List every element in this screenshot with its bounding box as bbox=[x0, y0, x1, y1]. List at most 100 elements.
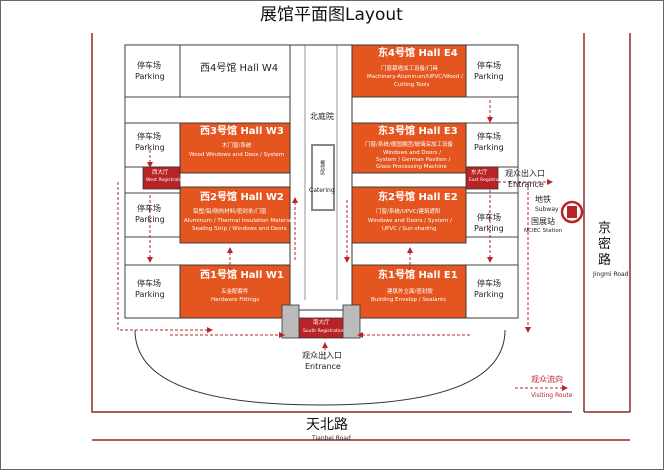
hall-w1-desc-zh: 五金配套件 bbox=[221, 289, 249, 295]
parking-w4-en: Parking bbox=[135, 72, 165, 81]
parking-w3-en: Parking bbox=[135, 143, 165, 152]
hall-w1-title: 西1号馆 Hall W1 bbox=[200, 270, 284, 281]
hall-w3-desc-en: Wood Windows and Doos / System bbox=[189, 152, 285, 158]
parking-e2-en: Parking bbox=[474, 224, 504, 233]
entrance-east-zh: 观众出入口 bbox=[505, 169, 545, 178]
hall-w2-title: 西2号馆 Hall W2 bbox=[200, 192, 284, 203]
road-south-en: Tianbei Road bbox=[312, 435, 351, 442]
parking-e4 bbox=[465, 44, 519, 98]
east-registration bbox=[465, 166, 499, 190]
parking-w2-zh: 停车场 bbox=[137, 204, 161, 213]
hall-e4-desc-zh: 门窗幕墙加工设备/门具 bbox=[381, 66, 438, 72]
hall-w2-desc-en1: Aluminum / Thermal Insulation Materials … bbox=[184, 218, 300, 224]
east-reg-zh: 东大厅 bbox=[471, 170, 488, 176]
parking-w4 bbox=[124, 44, 181, 98]
hall-e3-desc-en3: Glass Processing Machine bbox=[376, 164, 447, 170]
parking-e3 bbox=[465, 122, 519, 168]
catering-outline bbox=[311, 144, 335, 211]
parking-e4-zh: 停车场 bbox=[477, 61, 501, 70]
road-outlines bbox=[91, 33, 631, 441]
parking-e1-en: Parking bbox=[474, 290, 504, 299]
entrance-east-en: Entrance bbox=[508, 180, 544, 189]
west-registration bbox=[142, 166, 181, 190]
north-court-label: 北庭院 bbox=[310, 112, 334, 121]
west-reg-zh: 西大厅 bbox=[152, 170, 169, 176]
parking-e1 bbox=[465, 264, 519, 319]
route-west-loop bbox=[117, 182, 213, 333]
hall-e1-desc-zh: 建筑外立面/密封胶 bbox=[387, 289, 433, 295]
south-wing-left bbox=[281, 304, 300, 339]
visitor-routes bbox=[117, 100, 568, 391]
page-title: 展馆平面图Layout bbox=[260, 5, 403, 25]
parking-w1 bbox=[124, 264, 181, 319]
parking-w3 bbox=[124, 122, 181, 168]
parking-e1-zh: 停车场 bbox=[477, 279, 501, 288]
parking-e3-zh: 停车场 bbox=[477, 132, 501, 141]
catering-en: Catering bbox=[309, 187, 335, 194]
hall-w2-desc-zh: 铝塑/铝/隔热材料/密封条/门窗 bbox=[193, 209, 267, 215]
parking-w3-zh: 停车场 bbox=[137, 132, 161, 141]
hall-e4-desc-en1: Machinery-Aluminum/UPVC/Wood / bbox=[367, 74, 463, 80]
central-corridor bbox=[304, 45, 338, 300]
registration-halls bbox=[142, 166, 499, 339]
legend-en: Visiting Route bbox=[531, 392, 573, 399]
hall-w1 bbox=[179, 264, 291, 319]
road-east-char-2: 密 bbox=[598, 237, 612, 252]
hall-w2-desc-en2: Sealing Strip / Windows and Doors bbox=[192, 226, 287, 232]
hall-e2-desc-en1: Windows and Doors / System / bbox=[368, 218, 452, 224]
parking-e2-zh: 停车场 bbox=[477, 213, 501, 222]
east-reg-en: East Registration bbox=[469, 178, 508, 183]
hall-e4-title: 东4号馆 Hall E4 bbox=[378, 48, 458, 59]
hall-e4 bbox=[351, 44, 467, 98]
halls bbox=[179, 44, 467, 319]
catering-zh: 餐饮区 bbox=[319, 160, 326, 175]
south-wing-right bbox=[342, 304, 361, 339]
parking-e4-en: Parking bbox=[474, 72, 504, 81]
hall-w3-title: 西3号馆 Hall W3 bbox=[200, 126, 284, 137]
entrance-south-zh: 观众出入口 bbox=[302, 351, 342, 360]
station-zh: 国展站 bbox=[531, 217, 555, 226]
hall-e1-desc-en: Building Envelop / Sealants bbox=[371, 297, 447, 303]
hall-e2-desc-zh: 门窗/系统/UPVC/建筑遮阳 bbox=[376, 209, 441, 215]
road-south-zh: 天北路 bbox=[306, 417, 348, 433]
hall-e1 bbox=[351, 264, 467, 319]
parking-e3-en: Parking bbox=[474, 143, 504, 152]
hall-e4-desc-en2: Cutting Tools bbox=[394, 82, 430, 88]
subway-en: Subway bbox=[535, 206, 559, 213]
hall-e3-desc-en1: Windows and Doors / bbox=[383, 150, 442, 156]
parking-w4-zh: 停车场 bbox=[137, 61, 161, 70]
hall-e3-desc-en2: System / German Pavilion / bbox=[376, 157, 451, 163]
road-west-south-border bbox=[91, 33, 572, 413]
hall-e2 bbox=[351, 186, 467, 244]
west-reg-en: West Registration bbox=[146, 178, 186, 183]
subway-zh: 地铁 bbox=[535, 195, 551, 204]
south-reg-en: South Registration bbox=[303, 329, 345, 334]
south-reg-zh: 南大厅 bbox=[313, 320, 330, 326]
hall-w4 bbox=[179, 44, 291, 98]
parking-e2 bbox=[465, 192, 519, 238]
road-east-char-3: 路 bbox=[598, 253, 612, 268]
parking-w1-zh: 停车场 bbox=[137, 279, 161, 288]
road-east-char-1: 京 bbox=[598, 221, 612, 236]
hall-w3-desc-zh: 木门窗/系统 bbox=[222, 143, 252, 149]
central-court-outline bbox=[289, 44, 353, 311]
legend-zh: 观众流向 bbox=[531, 375, 563, 384]
hall-w2 bbox=[179, 186, 291, 244]
hall-e2-title: 东2号馆 Hall E2 bbox=[378, 192, 458, 203]
parking-blocks bbox=[124, 44, 519, 319]
parking-w1-en: Parking bbox=[135, 290, 165, 299]
south-plaza-arc bbox=[134, 329, 506, 406]
hall-e3-title: 东3号馆 Hall E3 bbox=[378, 126, 458, 137]
hall-w1-desc-en: Hardware Fittings bbox=[211, 297, 260, 303]
road-east-en: Jingmi Road bbox=[593, 271, 629, 278]
station-en: NCIEC Station bbox=[524, 228, 563, 234]
entrance-south-en: Entrance bbox=[305, 362, 341, 371]
hall-e1-title: 东1号馆 Hall E1 bbox=[378, 270, 458, 281]
hall-w4-title: 西4号馆 Hall W4 bbox=[200, 63, 279, 74]
hall-e3-desc-zh: 门窗/系统/德国展团/玻璃深加工设备 bbox=[365, 142, 454, 148]
hall-w3 bbox=[179, 122, 291, 174]
subway-icon bbox=[560, 200, 584, 224]
parking-w2-en: Parking bbox=[135, 215, 165, 224]
hall-e3 bbox=[351, 122, 467, 174]
